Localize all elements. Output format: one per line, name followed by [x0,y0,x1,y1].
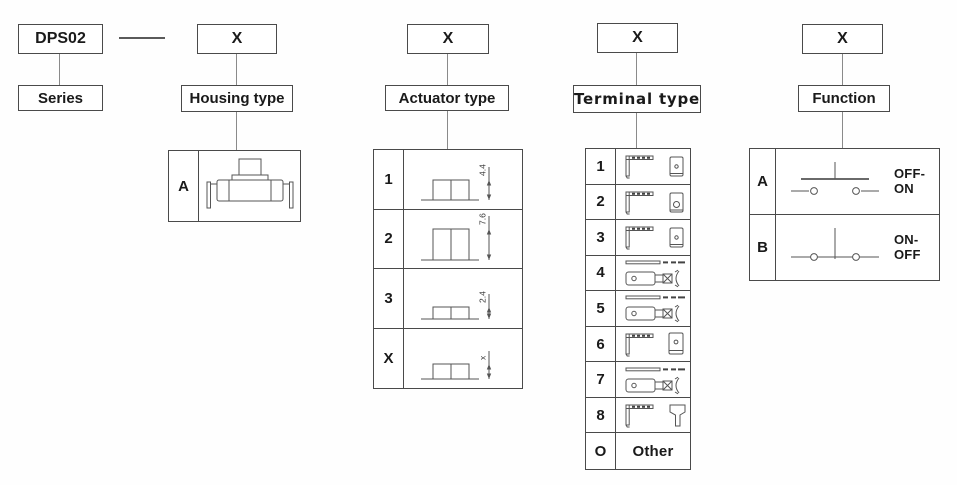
terminal-code-box: X [597,23,678,53]
flat-lug-terminal-crimp-icon [618,257,688,289]
flat-lug-terminal-crimp-icon [618,292,688,324]
terminal-option-8: 8 [586,397,690,434]
option-drawing-cell: Other [616,433,690,469]
option-drawing-cell [616,220,690,255]
option-code: A [750,149,776,214]
terminal-option-7: 7 [586,362,690,398]
bent-bracket-terminal-small-hole-icon [618,150,688,182]
option-drawing-cell [199,151,300,221]
option-drawing-cell [616,398,690,433]
function-option-A: A OFF-ON [750,149,939,215]
option-drawing-cell [616,185,690,220]
series-code-box: DPS02 [18,24,103,54]
actuator-option-3: 3 2.4 [374,269,522,329]
terminal-option-1: 1 [586,149,690,185]
option-code: 3 [586,220,616,255]
option-code: A [169,151,199,221]
option-code: 3 [374,269,404,328]
terminal-option-3: 3 [586,220,690,256]
bent-bracket-terminal-open-hole-icon [618,186,688,218]
option-code: 2 [586,184,616,220]
actuator-code-box: X [407,24,489,54]
function-option-B: B ON-OFF [750,214,939,281]
actuator-height-profile-icon: 4.4 [409,150,517,208]
option-drawing-cell [616,149,690,184]
connector-line [236,54,238,85]
separator-dash [119,37,165,39]
dimension-label: 7.6 [478,213,488,225]
option-drawing-cell [616,291,690,326]
housing-options-table: A [168,150,301,222]
connector-line [636,53,638,85]
option-code: 4 [586,255,616,291]
option-label: OFF-ON [894,166,926,197]
terminal-option-2: 2 [586,184,690,221]
option-drawing-cell: 4.4 [404,150,522,209]
connector-line [636,113,638,148]
circuit-symbol-normally-closed-icon [786,224,886,270]
option-drawing-cell [616,362,690,397]
connector-line [842,54,844,85]
series-label-box: Series [18,85,103,111]
actuator-label-box: Actuator type [385,85,509,111]
bent-bracket-terminal-small-hole-icon [618,221,688,253]
connector-line [842,112,844,148]
option-drawing-cell: x [404,329,522,389]
actuator-height-profile-icon: 2.4 [409,269,517,327]
terminal-option-5: 5 [586,291,690,327]
terminal-option-6: 6 [586,326,690,363]
connector-line [447,54,449,85]
option-code: 1 [374,150,404,209]
option-code: 2 [374,209,404,268]
dimension-label: x [478,355,488,360]
option-drawing-cell: 7.6 [404,210,522,269]
terminal-label-box: Terminal type [573,85,701,113]
function-code-box: X [802,24,883,54]
option-drawing-cell [616,256,690,291]
flat-lug-terminal-crimp-icon [618,364,688,396]
option-drawing-cell: 2.4 [404,269,522,328]
bent-bracket-terminal-tall-plate-icon [618,328,688,360]
option-code: 6 [586,326,616,362]
connector-line [236,112,238,150]
option-code: O [586,433,616,469]
housing-label-box: Housing type [181,85,293,112]
option-label: Other [632,442,674,460]
actuator-option-1: 1 4.4 [374,150,522,210]
connector-line [59,54,61,85]
circuit-symbol-normally-open-icon [786,158,886,204]
housing-code-box: X [197,24,277,54]
function-label-box: Function [798,85,890,112]
option-code: X [374,328,404,388]
terminal-option-4: 4 [586,255,690,292]
actuator-option-2: 2 7.6 [374,209,522,269]
option-drawing-cell: ON-OFF [776,215,939,281]
dimension-label: 4.4 [478,164,488,176]
option-drawing-cell: OFF-ON [776,149,939,214]
bent-bracket-terminal-flag-pin-icon [618,399,688,431]
actuator-option-X: X x [374,328,522,389]
terminal-options-table: 1 2 3 4 5 [585,148,691,470]
actuator-height-profile-icon: x [409,329,517,387]
option-code: 1 [586,149,616,184]
option-label: ON-OFF [894,232,921,263]
option-code: 5 [586,291,616,326]
actuator-height-profile-icon: 7.6 [409,210,517,268]
option-code: 8 [586,397,616,433]
terminal-option-O: O Other [586,433,690,469]
option-drawing-cell [616,327,690,362]
connector-line [447,111,449,149]
dimension-label: 2.4 [478,291,488,303]
option-code: B [750,214,776,280]
tact-switch-side-view-icon [202,155,298,217]
option-code: 7 [586,362,616,397]
housing-option-A: A [169,151,300,221]
